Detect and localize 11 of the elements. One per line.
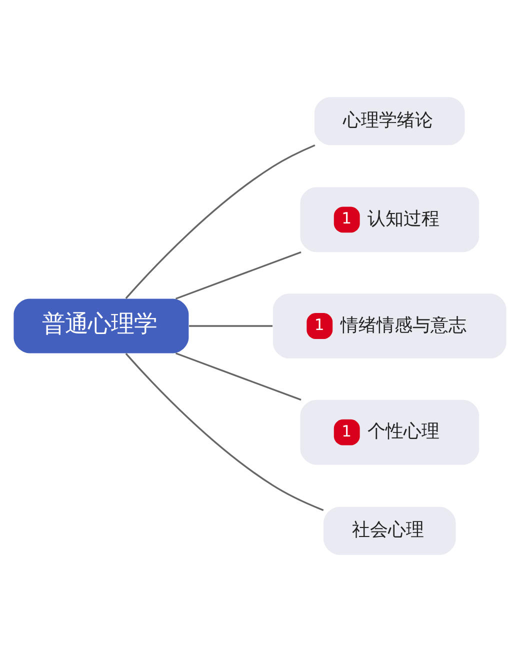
node-box: 1 情绪情感与意志: [272, 293, 506, 358]
node-box: 1 认知过程: [300, 186, 480, 252]
connector: [125, 352, 324, 510]
node-box: 社会心理: [324, 506, 456, 554]
node-box: 心理学绪论: [314, 96, 465, 145]
node-box: 1 个性心理: [300, 399, 480, 464]
connector: [189, 324, 273, 326]
connector: [175, 352, 302, 400]
node-box: 普通心理学: [14, 298, 189, 353]
connector: [125, 144, 316, 298]
connector: [175, 250, 302, 300]
